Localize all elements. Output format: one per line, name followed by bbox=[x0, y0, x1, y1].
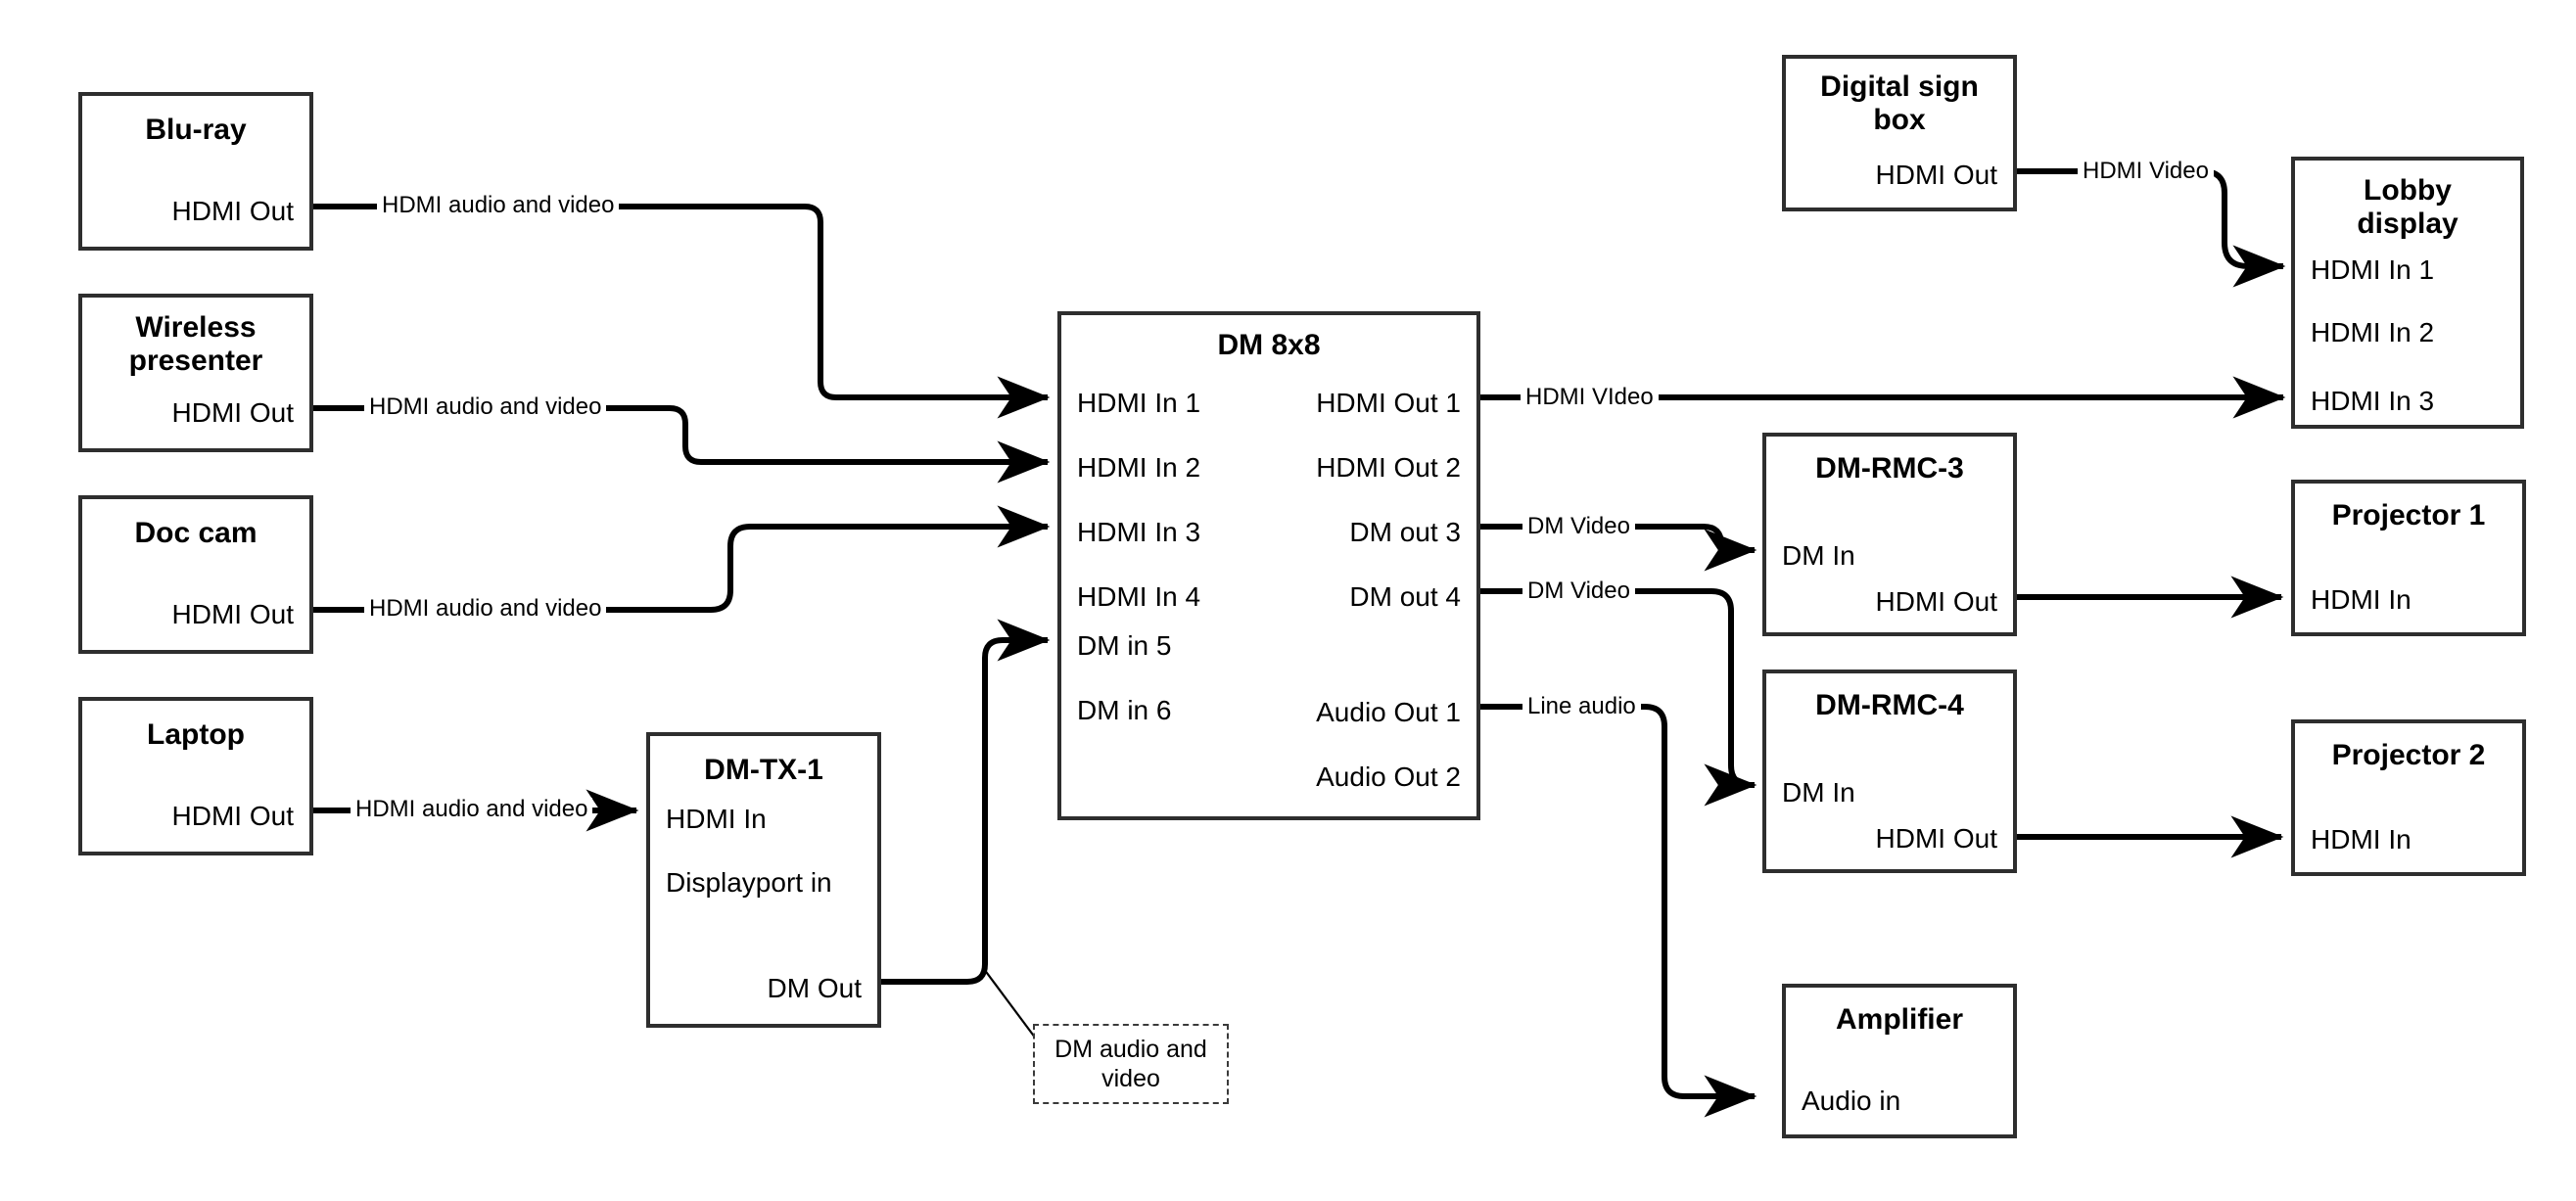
node-dm-8x8-input-hdmi-in-2: HDMI In 2 bbox=[1077, 452, 1201, 483]
node-dm-8x8-input-hdmi-in-3: HDMI In 3 bbox=[1077, 517, 1201, 547]
node-dm-8x8-output-audio-out-1: Audio Out 1 bbox=[1316, 697, 1461, 727]
wire-label-bluray-to-dm8x8: HDMI audio and video bbox=[377, 194, 620, 217]
node-dm-8x8-output-dm-out-3: DM out 3 bbox=[1349, 517, 1461, 547]
node-dm-8x8-input-dm-in-6: DM in 6 bbox=[1077, 695, 1172, 725]
node-projector-2-title: Projector 2 bbox=[2331, 739, 2486, 771]
node-amplifier[interactable]: Amplifier Audio in bbox=[1782, 984, 2017, 1138]
node-dm-tx-1[interactable]: DM-TX-1 HDMI In Displayport in DM Out bbox=[646, 732, 881, 1028]
node-dm-tx-1-port-displayport-in: Displayport in bbox=[666, 867, 832, 898]
wire-label-dm8x8-audio1-to-amp: Line audio bbox=[1522, 695, 1641, 718]
node-digital-sign-box-port-hdmi-out: HDMI Out bbox=[1875, 160, 1997, 190]
node-projector-1-title: Projector 1 bbox=[2331, 499, 2486, 531]
wire-bluray-to-dm8x8 bbox=[313, 204, 1051, 419]
wire-dmtx1-to-dm8x8 bbox=[881, 619, 1051, 985]
wire-label-dm8x8-out1-to-lobby: HDMI VIdeo bbox=[1521, 386, 1659, 409]
node-bluray-port-hdmi-out: HDMI Out bbox=[171, 196, 294, 226]
node-lobby-display-port-hdmi-in-1: HDMI In 1 bbox=[2311, 254, 2435, 285]
node-lobby-display[interactable]: Lobby display HDMI In 1 HDMI In 2 HDMI I… bbox=[2291, 157, 2524, 429]
wire-label-wireless-to-dm8x8: HDMI audio and video bbox=[364, 395, 607, 419]
node-digital-sign-box-title: Digital sign box bbox=[1820, 70, 1979, 136]
node-amplifier-port-audio-in: Audio in bbox=[1802, 1086, 1901, 1116]
node-amplifier-title: Amplifier bbox=[1835, 1003, 1964, 1036]
node-bluray[interactable]: Blu-ray HDMI Out bbox=[78, 92, 313, 251]
node-lobby-display-port-hdmi-in-2: HDMI In 2 bbox=[2311, 317, 2435, 347]
node-projector-1-port-hdmi-in: HDMI In bbox=[2311, 584, 2412, 615]
wire-label-doccam-to-dm8x8: HDMI audio and video bbox=[364, 597, 607, 621]
callout-dm-audio-and-video: DM audio and video bbox=[1033, 1024, 1229, 1104]
node-wireless-presenter-title: Wireless presenter bbox=[128, 311, 263, 377]
node-dm-8x8-input-hdmi-in-4: HDMI In 4 bbox=[1077, 581, 1201, 612]
node-doc-cam[interactable]: Doc cam HDMI Out bbox=[78, 495, 313, 654]
wire-dm8x8-out4-to-dmrmc4 bbox=[1480, 588, 1757, 807]
node-projector-2[interactable]: Projector 2 HDMI In bbox=[2291, 719, 2526, 876]
wire-dm8x8-audio1-to-amplifier bbox=[1480, 704, 1757, 1118]
node-wireless-presenter[interactable]: Wireless presenter HDMI Out bbox=[78, 294, 313, 452]
node-projector-1[interactable]: Projector 1 HDMI In bbox=[2291, 480, 2526, 636]
node-dm-8x8-output-audio-out-2: Audio Out 2 bbox=[1316, 762, 1461, 792]
wire-digitalsign-to-lobby bbox=[2017, 168, 2286, 288]
node-dm-8x8-input-hdmi-in-1: HDMI In 1 bbox=[1077, 388, 1201, 418]
wire-label-digitalsign-to-lobby: HDMI Video bbox=[2078, 160, 2214, 183]
node-dm-8x8-input-dm-in-5: DM in 5 bbox=[1077, 630, 1172, 661]
node-dm-8x8-output-dm-out-4: DM out 4 bbox=[1349, 581, 1461, 612]
wire-label-dm8x8-out3-to-dmrmc3: DM Video bbox=[1522, 515, 1635, 538]
node-dm-rmc-3-port-hdmi-out: HDMI Out bbox=[1875, 586, 1997, 617]
node-laptop-port-hdmi-out: HDMI Out bbox=[171, 801, 294, 831]
node-dm-rmc-4-port-dm-in: DM In bbox=[1782, 777, 1855, 808]
node-doc-cam-port-hdmi-out: HDMI Out bbox=[171, 599, 294, 629]
node-bluray-title: Blu-ray bbox=[145, 114, 247, 146]
node-dm-tx-1-port-hdmi-in: HDMI In bbox=[666, 804, 767, 834]
node-dm-rmc-4-port-hdmi-out: HDMI Out bbox=[1875, 823, 1997, 854]
node-dm-8x8-output-hdmi-out-1: HDMI Out 1 bbox=[1316, 388, 1461, 418]
node-dm-rmc-4-title: DM-RMC-4 bbox=[1815, 689, 1964, 721]
node-dm-tx-1-port-dm-out: DM Out bbox=[767, 973, 862, 1003]
node-dm-rmc-3[interactable]: DM-RMC-3 DM In HDMI Out bbox=[1762, 433, 2017, 636]
node-lobby-display-title: Lobby display bbox=[2357, 174, 2459, 240]
node-laptop[interactable]: Laptop HDMI Out bbox=[78, 697, 313, 855]
node-dm-rmc-3-port-dm-in: DM In bbox=[1782, 540, 1855, 571]
node-lobby-display-port-hdmi-in-3: HDMI In 3 bbox=[2311, 386, 2435, 416]
node-projector-2-port-hdmi-in: HDMI In bbox=[2311, 824, 2412, 855]
node-dm-rmc-4[interactable]: DM-RMC-4 DM In HDMI Out bbox=[1762, 670, 2017, 873]
node-laptop-title: Laptop bbox=[147, 718, 245, 751]
node-dm-8x8-title: DM 8x8 bbox=[1217, 329, 1321, 361]
node-doc-cam-title: Doc cam bbox=[134, 517, 258, 549]
node-dm-8x8-output-hdmi-out-2: HDMI Out 2 bbox=[1316, 452, 1461, 483]
wire-label-laptop-to-dmtx1: HDMI audio and video bbox=[351, 798, 593, 821]
node-dm-8x8[interactable]: DM 8x8 HDMI In 1 HDMI In 2 HDMI In 3 HDM… bbox=[1057, 311, 1480, 820]
node-wireless-presenter-port-hdmi-out: HDMI Out bbox=[171, 397, 294, 428]
node-dm-rmc-3-title: DM-RMC-3 bbox=[1815, 452, 1964, 485]
wire-label-dm8x8-out4-to-dmrmc4: DM Video bbox=[1522, 579, 1635, 603]
node-digital-sign-box[interactable]: Digital sign box HDMI Out bbox=[1782, 55, 2017, 211]
node-dm-tx-1-title: DM-TX-1 bbox=[704, 754, 823, 786]
